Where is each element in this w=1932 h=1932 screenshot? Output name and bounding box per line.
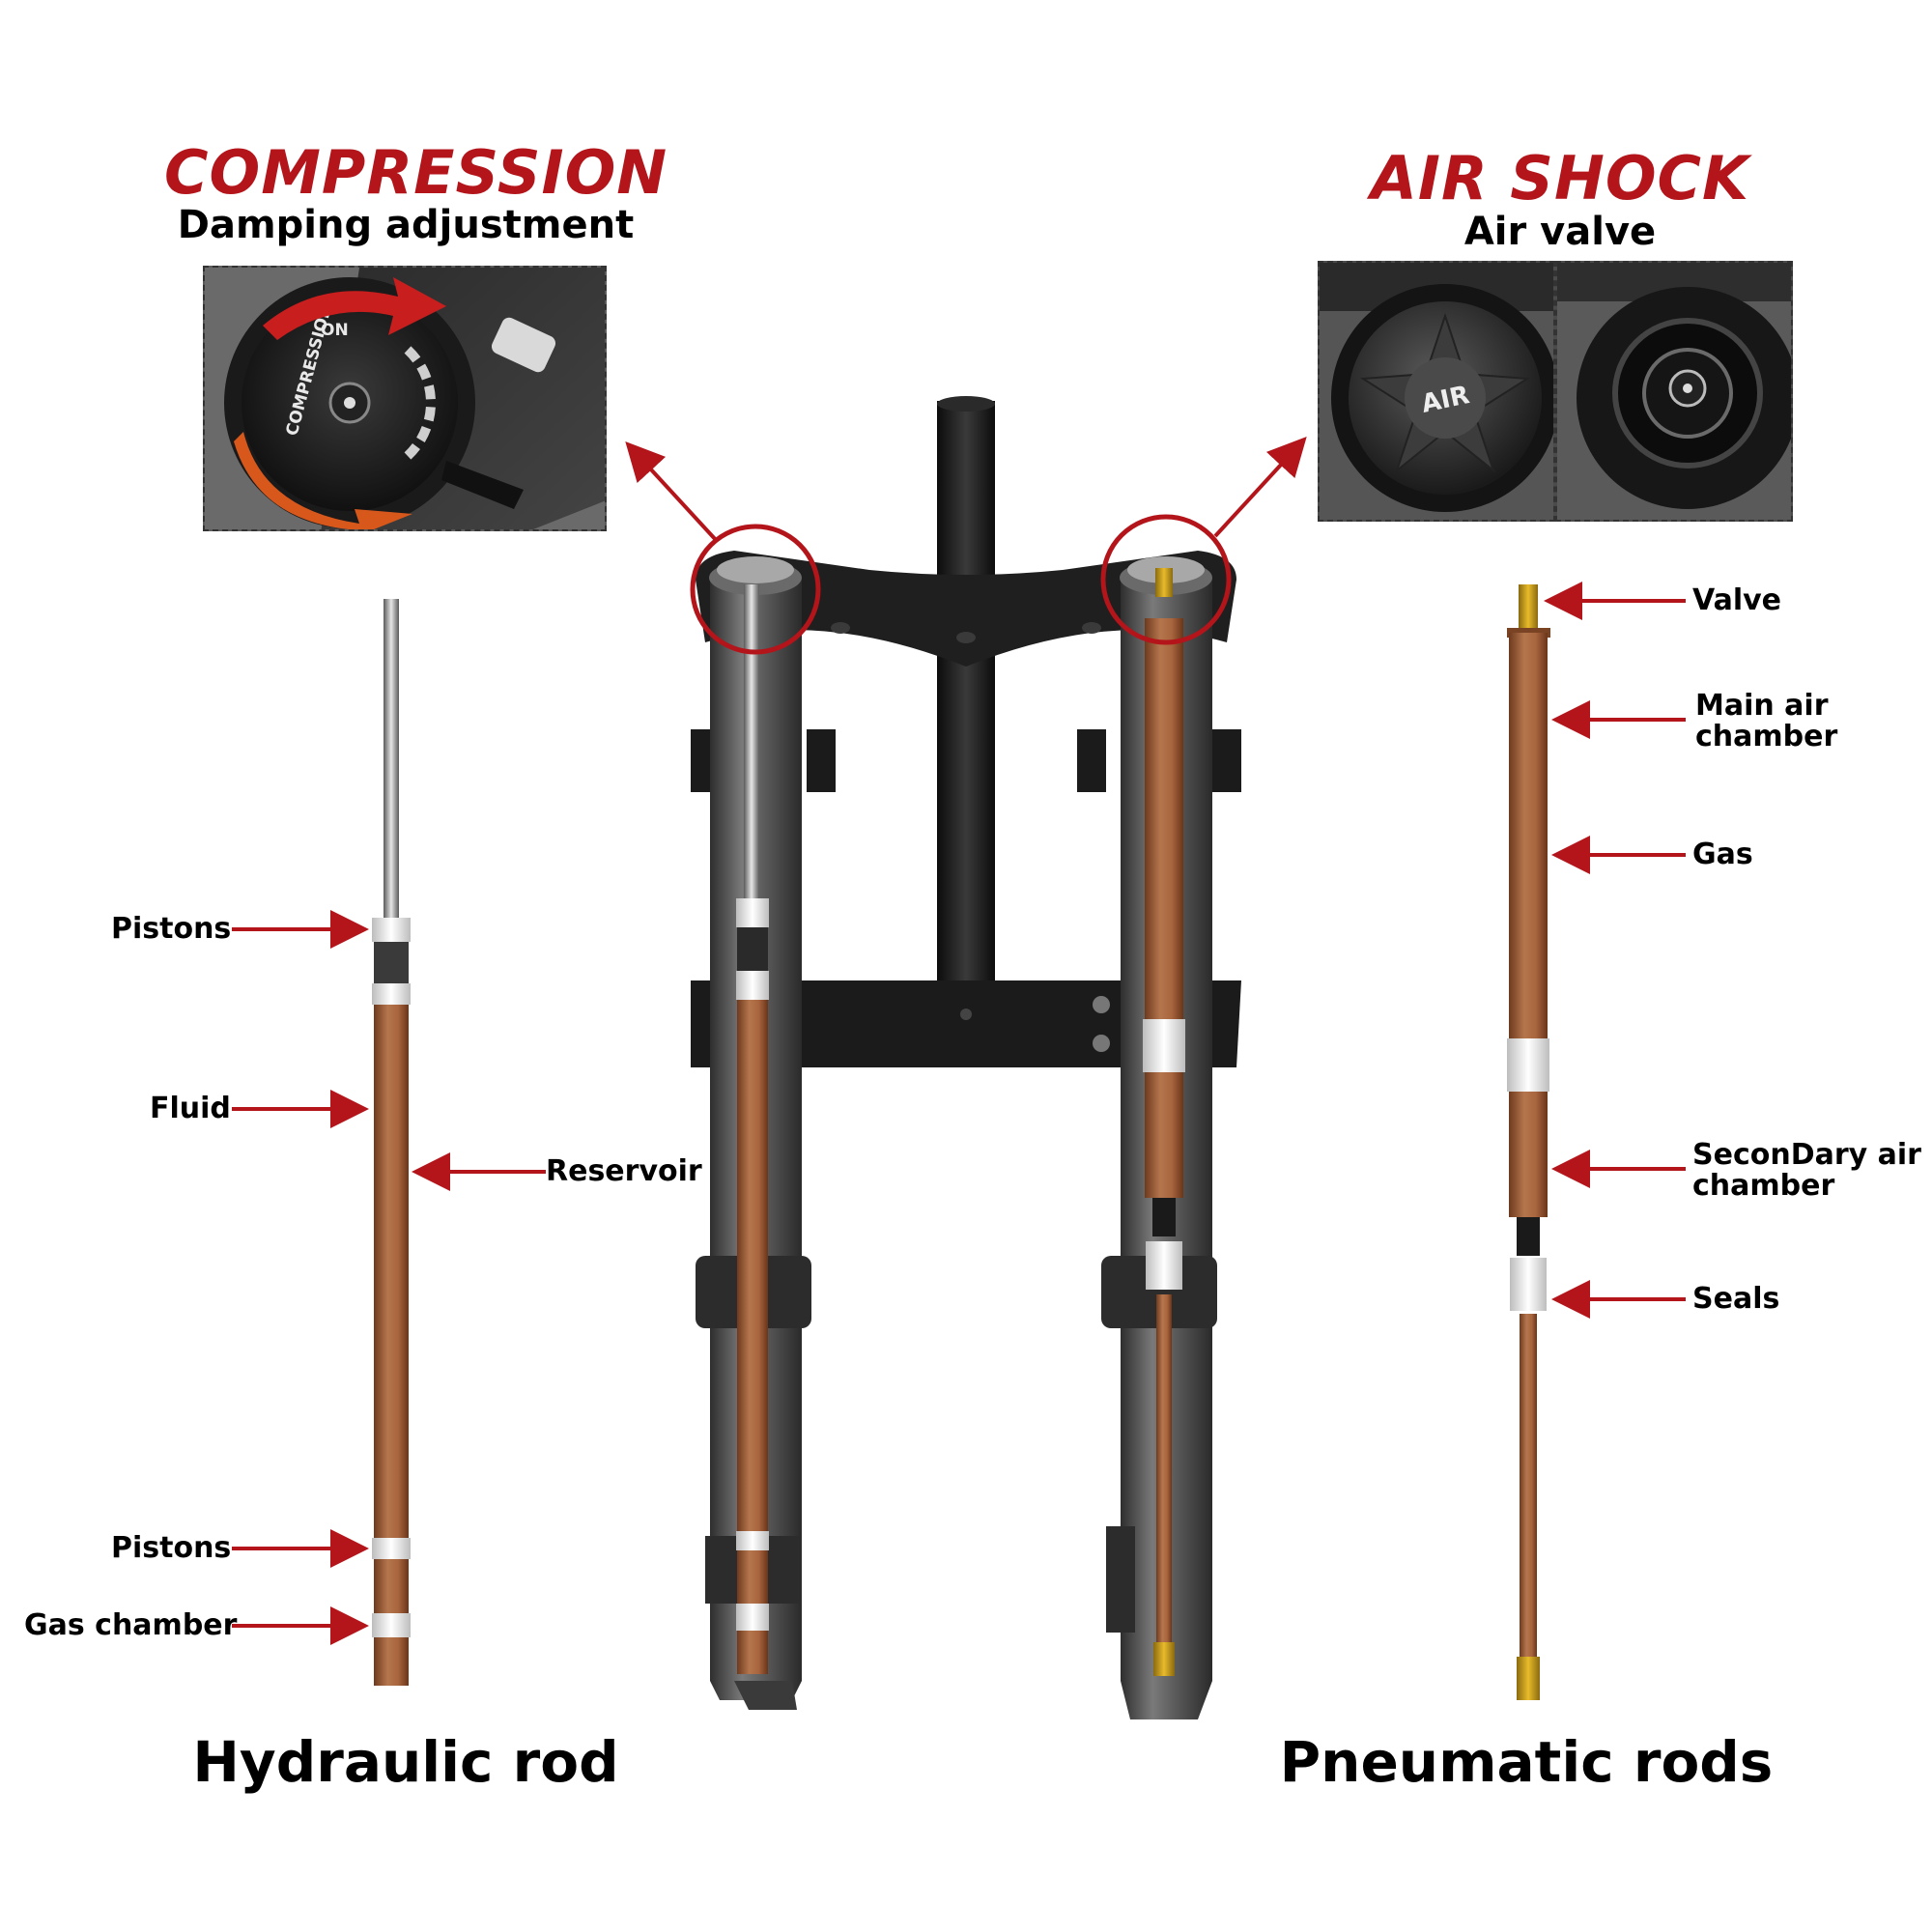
- pistons-top-label: Pistons: [111, 912, 232, 946]
- hydraulic-rod: [372, 599, 411, 1686]
- pneumatic-rods-caption: Pneumatic rods: [1279, 1729, 1774, 1795]
- air-valve-photo: [1555, 261, 1793, 522]
- seals-label: Seals: [1692, 1282, 1780, 1316]
- air-valve-callout-arrow: [1213, 437, 1307, 538]
- main-air-chamber-label: Main air chamber: [1695, 689, 1838, 753]
- valve-label: Valve: [1692, 583, 1782, 617]
- gas-label: Gas: [1692, 838, 1753, 871]
- steerer-tube: [937, 401, 995, 1000]
- air-valve-highlight: [1100, 514, 1232, 645]
- reservoir-label: Reservoir: [546, 1154, 702, 1188]
- pistons-bottom-label: Pistons: [111, 1531, 232, 1565]
- left-leg-cutaway: [736, 584, 769, 1674]
- right-leg-cutaway: [1143, 568, 1185, 1676]
- air-valve-subtitle: Air valve: [1463, 210, 1657, 254]
- air-cap-photo: AIR: [1318, 261, 1555, 522]
- knob-on-label: ON: [321, 321, 349, 340]
- damping-adjustment-subtitle: Damping adjustment: [177, 203, 635, 247]
- air-shock-title: AIR SHOCK: [1370, 143, 1750, 213]
- pneumatic-rod: [1507, 584, 1550, 1700]
- compression-knob-photo: COMPRESSION ON: [203, 266, 607, 531]
- hydraulic-rod-caption: Hydraulic rod: [192, 1729, 619, 1795]
- rotate-arrow-top-icon: [263, 277, 446, 340]
- fluid-label: Fluid: [150, 1092, 231, 1125]
- compression-callout-arrow: [625, 441, 719, 543]
- gas-chamber-label: Gas chamber: [24, 1608, 238, 1642]
- rotate-arrow-bottom-icon: [234, 432, 412, 529]
- compression-title: COMPRESSION: [164, 137, 668, 208]
- secondary-air-chamber-label: SeconDary air chamber: [1692, 1138, 1921, 1203]
- compression-knob-highlight: [690, 524, 821, 655]
